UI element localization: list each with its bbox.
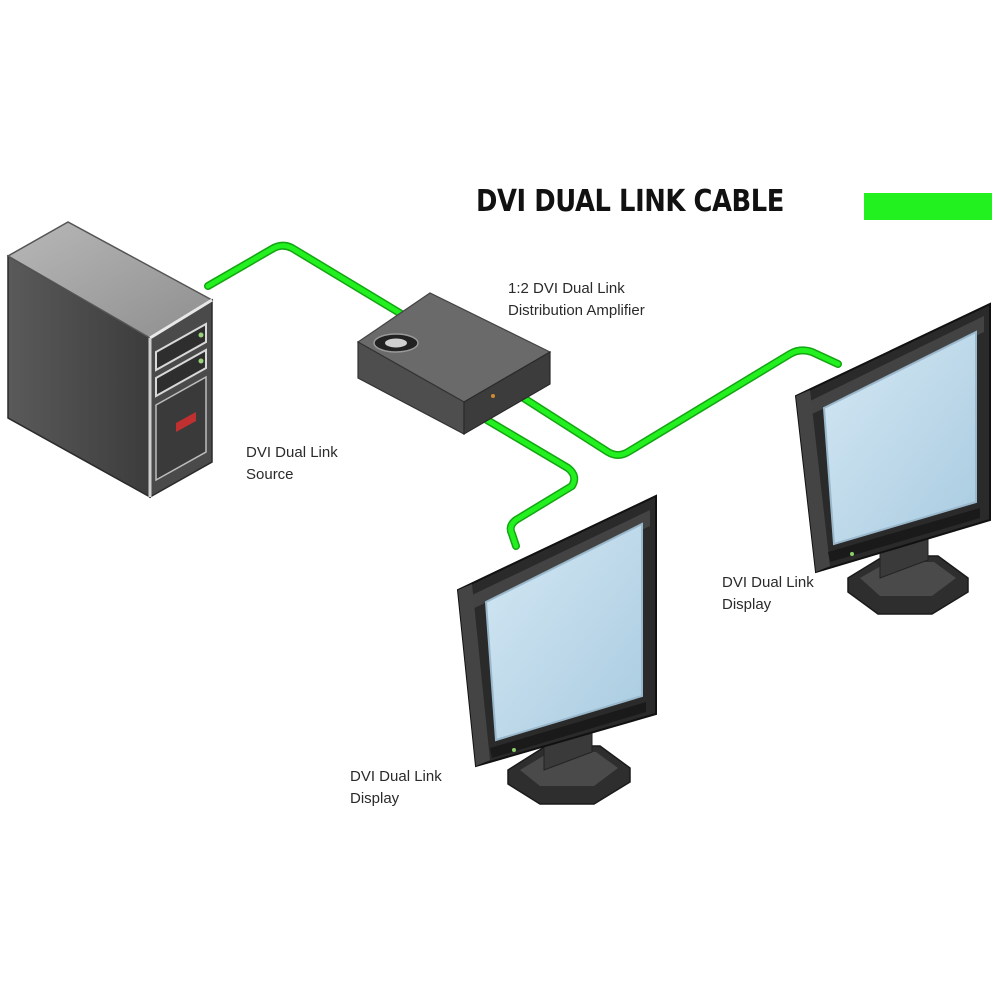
cable-source-to-amplifier bbox=[204, 241, 412, 322]
amplifier-label-line2: Distribution Amplifier bbox=[508, 302, 645, 319]
cable-amplifier-to-right-display bbox=[518, 346, 842, 459]
amplifier-label: 1:2 DVI Dual Link Distribution Amplifier bbox=[508, 278, 645, 322]
amplifier-label-line1: 1:2 DVI Dual Link bbox=[508, 280, 625, 297]
source-label-line1: DVI Dual Link bbox=[246, 444, 338, 461]
display-bottom-label-line2: Display bbox=[350, 790, 400, 807]
monitor-icon bbox=[794, 302, 991, 615]
legend-title: DVI DUAL LINK CABLE bbox=[476, 184, 785, 219]
source-label-line2: Source bbox=[246, 466, 294, 483]
cable-amplifier-to-bottom-display bbox=[483, 416, 579, 550]
display-right-label-line2: Display bbox=[722, 596, 772, 613]
pc-tower-icon bbox=[6, 221, 214, 499]
legend-cable-swatch bbox=[864, 193, 992, 220]
source-label: DVI Dual Link Source bbox=[246, 442, 338, 486]
display-bottom-label-line1: DVI Dual Link bbox=[350, 768, 442, 785]
distribution-amplifier-icon bbox=[356, 292, 552, 436]
display-right-label-line1: DVI Dual Link bbox=[722, 574, 814, 591]
monitor-icon bbox=[456, 494, 657, 805]
display-right-label: DVI Dual Link Display bbox=[722, 572, 814, 616]
display-bottom-label: DVI Dual Link Display bbox=[350, 766, 442, 810]
